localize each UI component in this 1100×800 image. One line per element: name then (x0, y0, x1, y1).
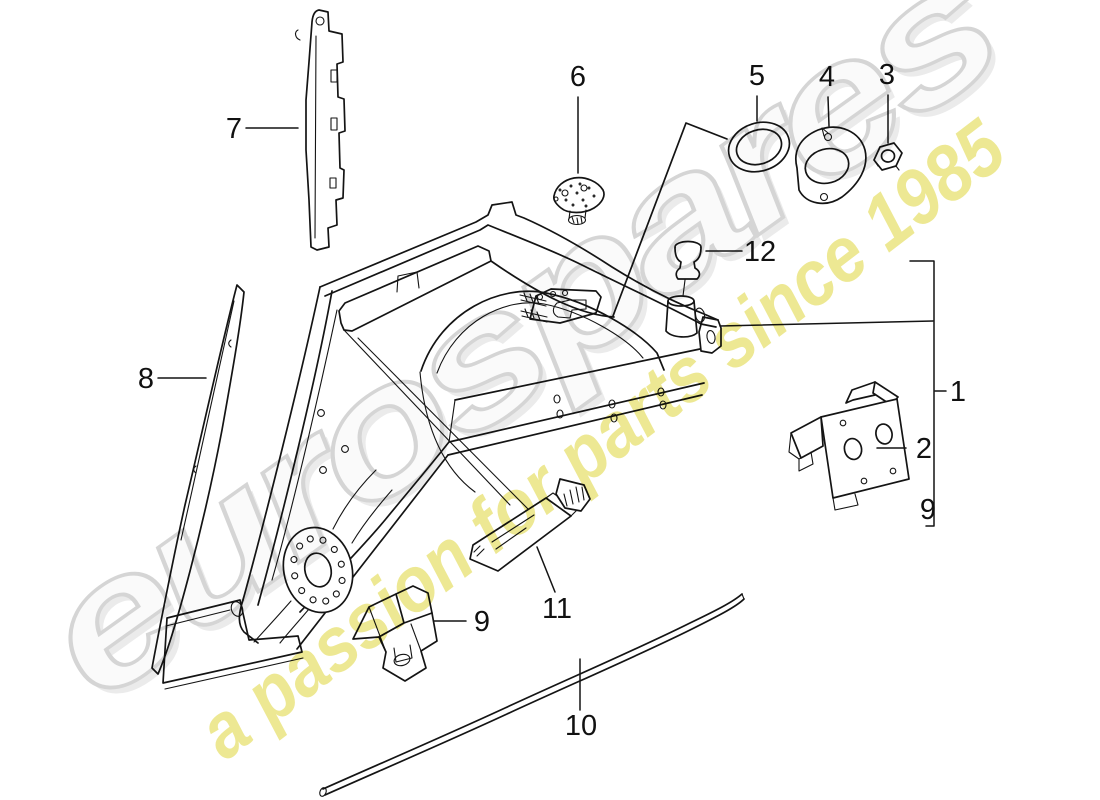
part-8-trim-strip (151, 284, 245, 675)
part-10-retaining-strip (319, 593, 745, 797)
assembly-connector-line (719, 320, 934, 327)
callout-5-label: 5 (749, 60, 765, 92)
callout-4-leader (827, 96, 830, 127)
exploded-view-art (151, 9, 910, 797)
part-11-sealant-tube (469, 478, 591, 572)
part-2-support-bracket (788, 381, 910, 511)
assembly-bracket-line (909, 260, 935, 527)
callout-3-label: 3 (879, 59, 895, 91)
callout-1-label: 1 (950, 376, 966, 408)
part-7-pillar-reinforcement (295, 9, 346, 251)
part-4-filler-flange (795, 126, 867, 205)
callout-10-label: 10 (565, 710, 597, 742)
callout-2-label: 2 (916, 433, 932, 465)
callout-8-label: 8 (138, 363, 154, 395)
part-9-bracket (352, 585, 438, 682)
callout-9-left-label: 9 (474, 606, 490, 638)
callout-7-label: 7 (226, 113, 242, 145)
part-5-mount-leader (612, 122, 728, 317)
callout-11-label: 11 (542, 593, 572, 625)
part-12-buffer-grommet (674, 240, 702, 280)
callout-9-right-label: 9 (920, 494, 936, 526)
callout-6-label: 6 (570, 61, 586, 93)
callout-4-label: 4 (819, 61, 835, 93)
part-1-quarter-panel (162, 201, 722, 690)
callout-12-label: 12 (744, 236, 776, 268)
watermark-brand: eurospares (5, 0, 1030, 737)
callout-11-leader (536, 546, 556, 593)
part-3-nut (873, 142, 903, 171)
part-5-seal-ring (727, 121, 791, 173)
callouts: 7 8 6 5 4 3 12 1 2 9 9 11 10 (138, 59, 966, 742)
hub-flange (282, 526, 354, 614)
part-6-gusset-plate (552, 176, 605, 226)
